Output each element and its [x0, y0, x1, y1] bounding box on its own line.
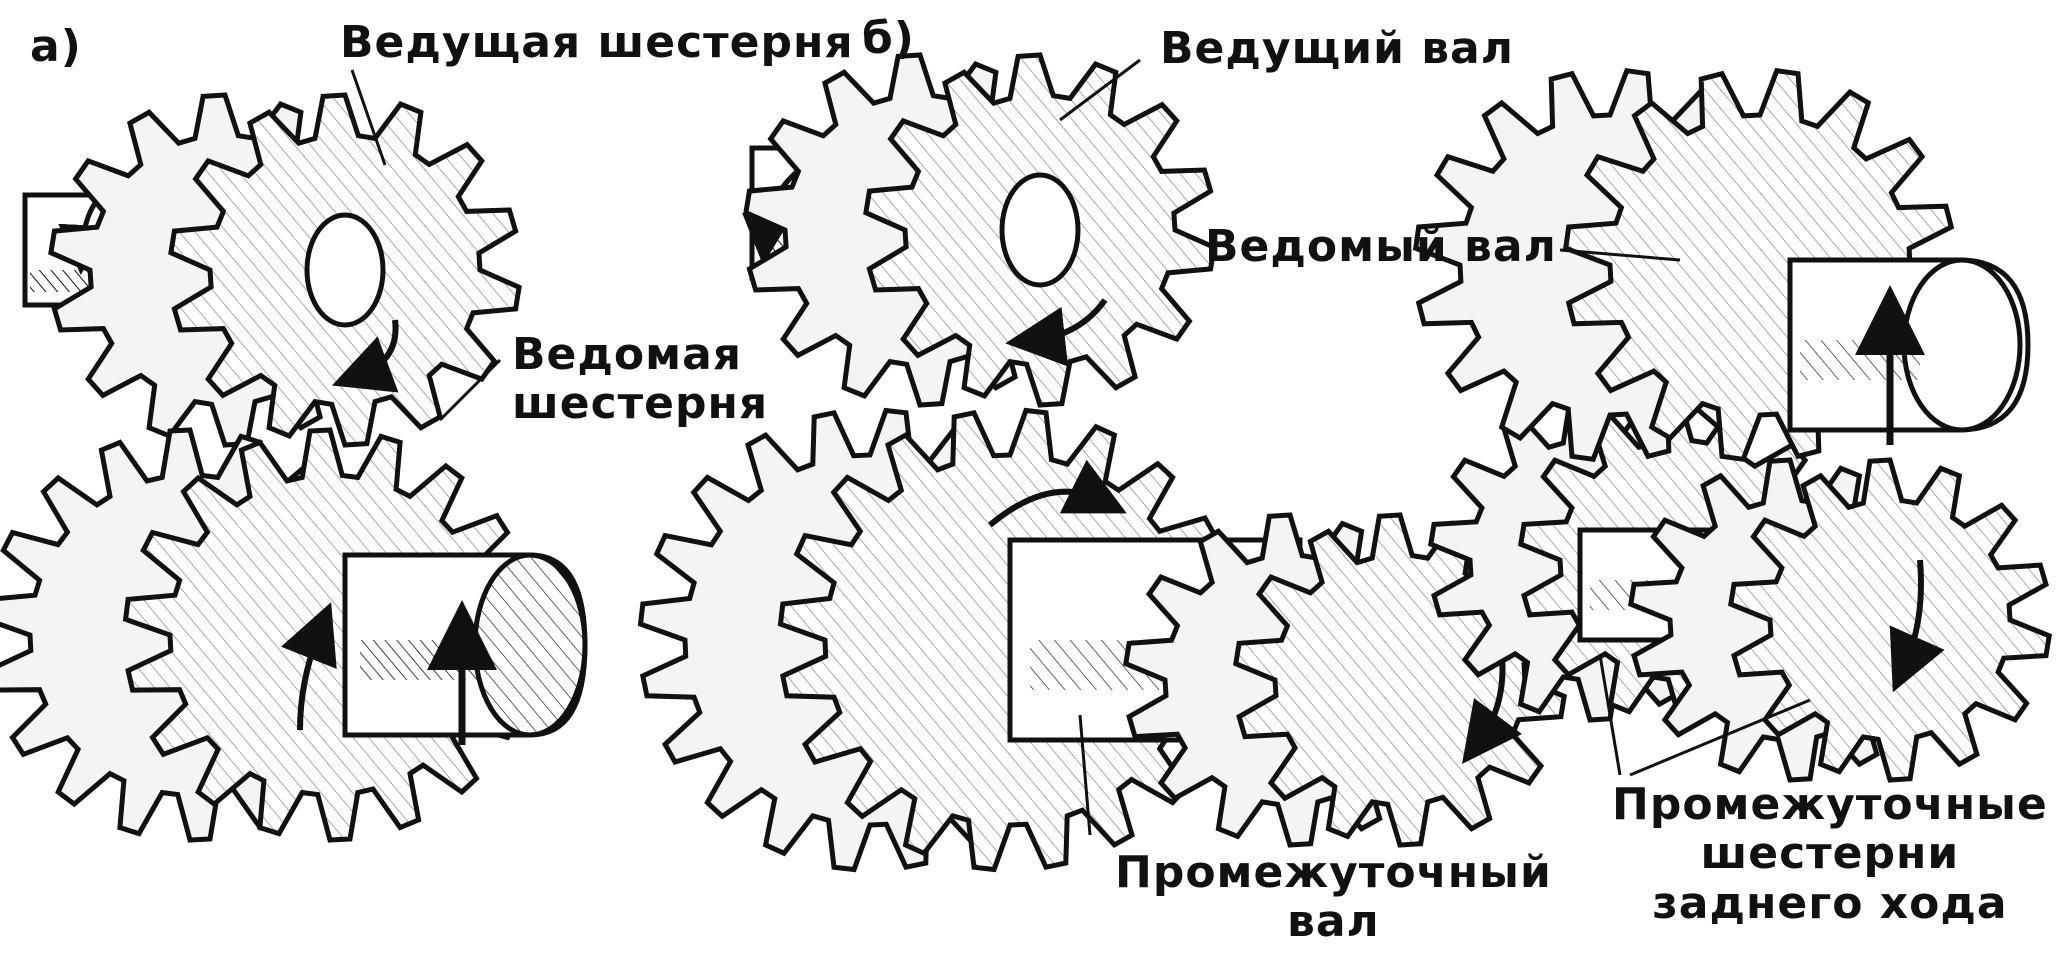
leader-line — [1598, 654, 1622, 776]
panel-b-driven-shaft — [1787, 257, 2031, 445]
panel-b-idler-gear-2 — [1628, 457, 2052, 783]
driven-gear-label: Ведомая шестерня — [512, 330, 768, 429]
rotation-arrow-icon — [1889, 559, 1945, 693]
driven-gear-label-line2: шестерня — [512, 378, 769, 430]
gear-hub — [999, 172, 1081, 288]
panel-a-driven-shaft — [342, 552, 588, 745]
rotation-arrow-icon — [331, 319, 399, 393]
idler-gears-label: Промежуточные шестерни заднего хода — [1612, 780, 2048, 928]
gear-shading — [1730, 460, 2050, 780]
idler-gears-label-line2: шестерни — [1700, 828, 1960, 880]
drive-shaft-label: Ведущий вал — [1160, 23, 1514, 74]
leader-line — [1059, 58, 1141, 122]
rotation-arrow-icon — [281, 602, 337, 731]
leader-line — [438, 358, 502, 422]
gear-hub — [304, 212, 386, 328]
leader-line — [1559, 248, 1681, 262]
leader-line — [350, 69, 387, 166]
countershaft-label-line1: Промежуточный — [1115, 847, 1552, 898]
idler-gears-label-line1: Промежуточные — [1612, 779, 2048, 830]
panel-b-drive-gear — [743, 52, 1217, 408]
rotation-arrow-icon — [988, 459, 1127, 528]
countershaft-label: Промежуточный вал — [1115, 848, 1552, 947]
leader-line — [1078, 714, 1092, 836]
panel-a-drive-gear — [48, 92, 522, 448]
leader-line — [1629, 698, 1811, 777]
rotation-arrow-icon — [1005, 298, 1108, 367]
panel-b — [637, 52, 2052, 873]
idler-gears-label-line3: заднего хода — [1652, 877, 2008, 929]
panel-a-tag: а) — [30, 21, 82, 72]
countershaft-label-line2: вал — [1287, 896, 1380, 948]
panel-a — [0, 69, 588, 843]
drive-gear-label: Ведущая шестерня — [340, 17, 854, 68]
driven-shaft-label: Ведомый вал — [1205, 221, 1557, 272]
driven-gear-label-line1: Ведомая — [512, 329, 743, 380]
panel-b-tag: б) — [862, 13, 915, 64]
